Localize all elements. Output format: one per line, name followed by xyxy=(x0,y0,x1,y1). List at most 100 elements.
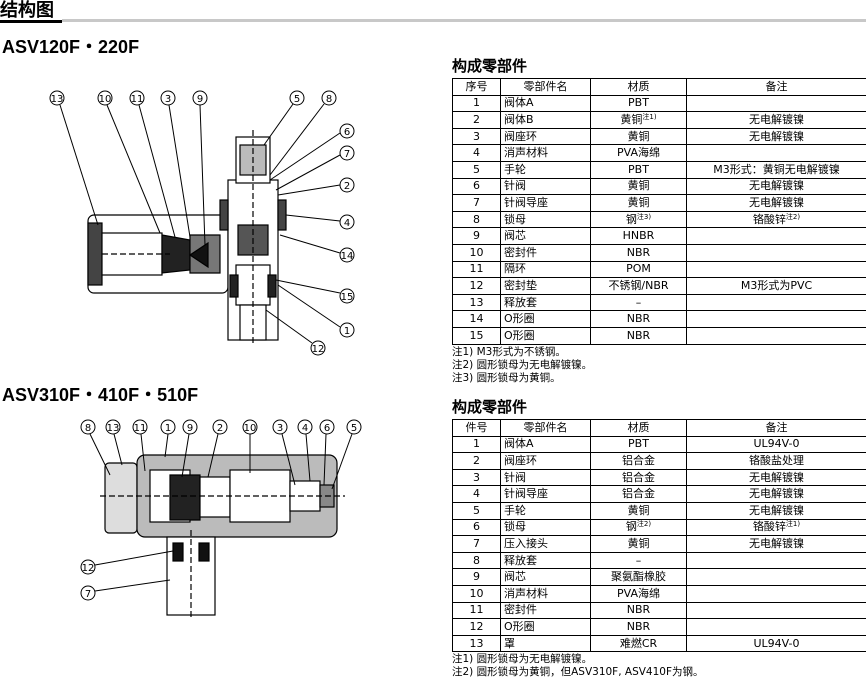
row-part-name-text: 锁母 xyxy=(504,212,526,226)
row-no-text: 5 xyxy=(473,162,480,176)
row-material: 钢注2) xyxy=(590,518,687,537)
row-no-text: 12 xyxy=(469,619,484,633)
row-part-name-text: 密封件 xyxy=(504,603,537,617)
table-row: 10 密封件 NBR xyxy=(452,243,866,262)
svg-text:5: 5 xyxy=(294,94,300,105)
row-no-text: 12 xyxy=(469,278,484,292)
callout-13: 13 xyxy=(49,90,99,226)
row-no: 9 xyxy=(452,227,501,245)
row-part-name: 阀体A xyxy=(500,94,591,113)
row-part-name-text: 密封件 xyxy=(504,245,537,259)
row-no: 1 xyxy=(452,94,501,113)
svg-text:3: 3 xyxy=(165,94,171,105)
row-part-name: 密封件 xyxy=(500,601,591,620)
svg-text:7: 7 xyxy=(85,589,91,600)
row-no: 5 xyxy=(452,160,501,179)
row-remark-text: M3形式为PVC xyxy=(740,278,813,292)
row-material: PBT xyxy=(590,435,687,454)
row-no-text: 3 xyxy=(473,129,480,143)
row-remark-text: 无电解镀镍 xyxy=(749,129,804,143)
row-remark-text: 无电解镀镍 xyxy=(749,470,804,484)
row-material-text: 钢 xyxy=(625,520,637,534)
callout-10: 10 xyxy=(97,90,161,234)
table-row: 11 隔环 POM xyxy=(452,260,866,279)
row-material-text: 黄铜 xyxy=(627,129,650,143)
row-no: 7 xyxy=(452,194,501,212)
row-no: 3 xyxy=(452,127,501,146)
row-remark: 铬酸锌注2) xyxy=(686,210,866,229)
row-material: 黄铜 xyxy=(590,127,687,146)
row-part-name-text: 消声材料 xyxy=(504,586,548,600)
row-part-name: 针阀 xyxy=(500,177,591,196)
callout-7: 7 xyxy=(275,145,355,191)
row-no-text: 4 xyxy=(473,487,480,501)
row-remark: 无电解镀镍 xyxy=(686,127,866,146)
row-material: 黄铜 xyxy=(590,177,687,196)
callout-3: 3 xyxy=(272,419,296,486)
row-no-text: 10 xyxy=(469,245,484,259)
callout-5: 5 xyxy=(263,90,305,146)
row-material: NBR xyxy=(590,601,687,620)
row-no: 1 xyxy=(452,435,501,454)
row-no-text: 14 xyxy=(469,312,484,326)
row-remark: M3形式：黄铜无电解镀镍 xyxy=(686,160,866,179)
row-remark xyxy=(686,94,866,113)
row-no: 10 xyxy=(452,584,501,603)
callout-11: 11 xyxy=(132,419,148,472)
row-material: HNBR xyxy=(590,227,687,245)
row-material: 难燃CR xyxy=(590,634,687,653)
row-remark xyxy=(686,326,866,345)
row-remark-text: UL94V-0 xyxy=(753,437,800,451)
row-no: 4 xyxy=(452,144,501,162)
row-part-name: 阀座环 xyxy=(500,127,591,146)
col-header-no: 序号 xyxy=(452,78,501,96)
row-material-text: PVA海绵 xyxy=(617,146,660,160)
row-part-name: 隔环 xyxy=(500,260,591,279)
table-2-notes: 注1) 圆形锁母为无电解镀镍。注2) 圆形锁母为黄铜，但ASV310F, ASV… xyxy=(452,653,704,679)
callout-6: 6 xyxy=(319,419,335,486)
row-part-name-text: O形圈 xyxy=(504,328,535,342)
row-no-text: 11 xyxy=(469,262,484,276)
callout-12: 12 xyxy=(265,309,326,356)
model-title-bottom: ASV310F・410F・510F xyxy=(2,385,199,405)
row-part-name: 针阀 xyxy=(500,468,591,487)
row-remark: 无电解镀镍 xyxy=(686,535,866,553)
row-material-text: POM xyxy=(626,262,651,276)
row-no: 13 xyxy=(452,634,501,653)
row-material: 黄铜注1) xyxy=(590,111,687,129)
row-no: 3 xyxy=(452,468,501,487)
row-remark-text: 铬酸锌 xyxy=(752,212,786,226)
row-material-text: 难燃CR xyxy=(619,636,658,650)
row-remark xyxy=(686,601,866,620)
callout-8: 8 xyxy=(269,90,337,176)
row-material: 铝合金 xyxy=(590,485,687,503)
row-remark xyxy=(686,144,866,162)
row-part-name-text: 压入接头 xyxy=(504,536,548,550)
row-part-name: 消声材料 xyxy=(500,584,591,603)
row-material-text: PVA海绵 xyxy=(617,586,660,600)
callout-2: 2 xyxy=(277,177,355,196)
col-header-name: 零部件名 xyxy=(500,419,591,437)
row-material: NBR xyxy=(590,243,687,262)
svg-text:14: 14 xyxy=(341,251,354,262)
row-part-name-text: 手轮 xyxy=(504,162,526,176)
callout-13: 13 xyxy=(105,419,123,466)
row-no-text: 13 xyxy=(469,295,484,309)
row-remark: 无电解镀镍 xyxy=(686,177,866,196)
row-material: PVA海绵 xyxy=(590,584,687,603)
row-material-text: 聚氨酯橡胶 xyxy=(611,570,666,584)
row-no-text: 1 xyxy=(473,96,480,110)
svg-text:7: 7 xyxy=(344,149,350,160)
row-part-name-text: 针阀导座 xyxy=(504,195,548,209)
row-material-text: 铝合金 xyxy=(622,470,655,484)
row-material-text: NBR xyxy=(626,312,651,326)
row-material: 聚氨酯橡胶 xyxy=(590,568,687,586)
